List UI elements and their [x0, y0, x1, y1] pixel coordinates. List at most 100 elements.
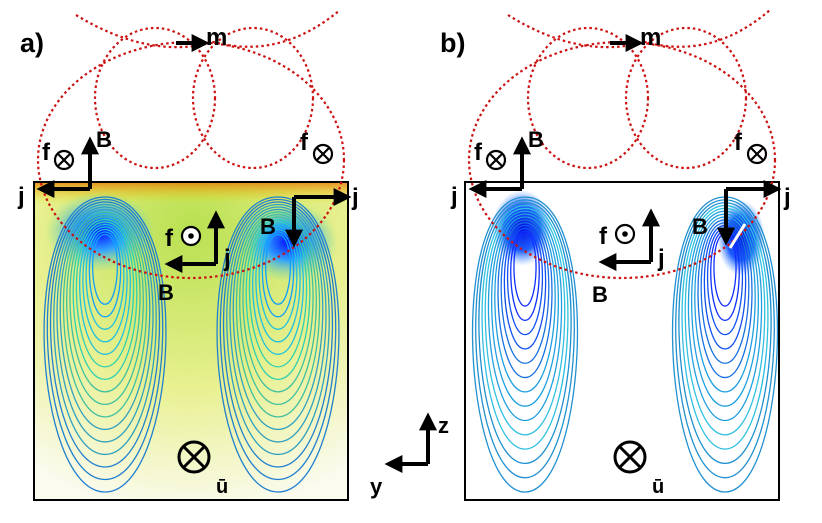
panel-a-force-out-center [180, 225, 202, 247]
panel-b-right-streamline [684, 207, 766, 436]
panel-a-right-streamline [232, 208, 324, 431]
panel-a-force-into-right [312, 143, 334, 165]
panel-a-j-right-label: j [351, 184, 359, 211]
panel-a-right-streamline [229, 206, 327, 443]
panel-a-left-streamline [53, 203, 157, 456]
panel-b-left-streamline [503, 224, 547, 350]
panel-b-b-center-label: B [592, 282, 608, 307]
panel-b-right-streamline [671, 196, 779, 493]
panel-b-force-out-center [614, 223, 636, 245]
panel-a-left-streamline [82, 226, 128, 343]
panel-b-right-streamline [675, 199, 775, 479]
panel-a-j-left-label: j [17, 183, 25, 210]
panel-a-u-label: ū [216, 476, 228, 498]
panel-b-domain-border [464, 181, 780, 501]
panel-a-vectors [36, 34, 352, 273]
panel-a-left-streamline [91, 233, 119, 305]
panel-a-b-right-label: B [260, 214, 276, 239]
panel-b-left-streamline [475, 199, 575, 479]
panel-b-right-streamline [687, 210, 763, 422]
panel-b-right-streamline [697, 219, 753, 379]
panel-b-left-streamline [497, 219, 553, 379]
panel-b-left-streamline [510, 230, 540, 322]
panel-b-flow-into-page [613, 440, 647, 474]
coordinate-axes: z y [370, 412, 449, 499]
panel-b-tag: b) [440, 28, 465, 58]
panel-a-right-streamline [248, 221, 308, 368]
panel-a-right-streamline [219, 198, 337, 481]
panel-b: b) m f B j f j B f j B ū [440, 9, 791, 501]
panel-b-left-streamline [506, 227, 544, 336]
panel-a-flow-into-page [177, 440, 211, 474]
panel-a-left-streamline [66, 213, 144, 406]
panel-b-left-streamline [481, 204, 569, 450]
panel-b-f-center-label: f [599, 223, 608, 250]
panel-b-left-streamline [484, 207, 566, 436]
panel-b-j-left-label: j [450, 183, 458, 210]
panel-a-f-center-label: f [165, 225, 174, 252]
panel-a-b-left-label: B [96, 127, 112, 152]
panel-b-left-streamline [513, 233, 537, 307]
panel-a-domain-border [33, 181, 349, 501]
panel-b-right-streamline [694, 216, 756, 393]
panel-a-left-streamline [75, 221, 135, 368]
panel-b-force-into-right [746, 143, 768, 165]
panel-a-m-label: m [206, 24, 227, 51]
panel-a-left-streamline [59, 208, 151, 431]
panel-a-right-streamline [235, 211, 321, 418]
panel-b-streamlines [471, 196, 779, 493]
panel-a-force-into-left [53, 149, 75, 171]
panel-a-right-streamline [242, 216, 314, 393]
panel-b-m-label: m [640, 24, 661, 51]
panel-b-right-streamline [681, 204, 769, 450]
panel-a-tag: a) [20, 28, 44, 58]
panel-b-j-right-label: j [783, 184, 791, 211]
panel-b-left-streamline [500, 222, 550, 364]
panel-a-right-streamline [261, 231, 295, 318]
panel-a: a) m f B j f j B f j B ū [17, 9, 359, 501]
panel-a-left-streamline [72, 218, 138, 381]
panel-b-arrow-slash [728, 223, 747, 249]
panel-b-right-streamline [700, 222, 750, 364]
panel-a-right-streamline [226, 203, 330, 456]
panel-a-j-center-label: j [223, 245, 231, 272]
panel-b-f-left-label: f [474, 139, 483, 166]
panel-b-right-streamline [690, 213, 760, 407]
panel-b-f-right-label: f [734, 129, 743, 156]
panel-b-force-into-left [485, 149, 507, 171]
panel-a-f-left-label: f [42, 139, 51, 166]
panel-b-right-streamline [703, 224, 747, 350]
panel-a-left-streamline [62, 211, 148, 418]
z-axis-label: z [438, 413, 449, 438]
panel-a-right-streamline [245, 218, 311, 381]
panel-a-left-streamline [69, 216, 141, 393]
panel-a-left-streamline [56, 206, 154, 443]
panel-b-magnetic-field-lines [467, 9, 777, 280]
panel-a-left-streamline [85, 228, 125, 330]
panel-b-left-streamline [490, 213, 560, 407]
panel-a-right-streamline [255, 226, 301, 343]
panel-a-right-streamline [258, 228, 298, 330]
panel-a-right-streamline [239, 213, 317, 406]
panel-b-left-streamline [471, 196, 579, 493]
panel-a-left-streamline [43, 196, 167, 493]
panel-a-f-right-label: f [300, 129, 309, 156]
panel-b-left-streamline [478, 202, 572, 465]
panel-b-right-streamline [710, 230, 740, 322]
panel-a-right-streamline [216, 196, 340, 493]
panel-b-u-label: ū [652, 476, 664, 498]
panel-a-left-streamline [46, 198, 164, 481]
panel-b-left-streamline [487, 210, 563, 422]
panel-a-left-streamline [79, 223, 131, 355]
panel-a-right-streamline [252, 223, 304, 355]
panel-a-b-center-label: B [158, 280, 174, 305]
panel-b-j-center-label: j [657, 245, 665, 272]
y-axis-label: y [370, 474, 383, 499]
panel-b-b-right-label: B [692, 214, 708, 239]
panel-a-left-streamline [49, 201, 161, 468]
panel-b-b-left-label: B [528, 127, 544, 152]
panel-b-left-streamline [494, 216, 556, 393]
panel-a-right-streamline [222, 201, 334, 468]
panel-a-left-streamline [88, 231, 122, 318]
